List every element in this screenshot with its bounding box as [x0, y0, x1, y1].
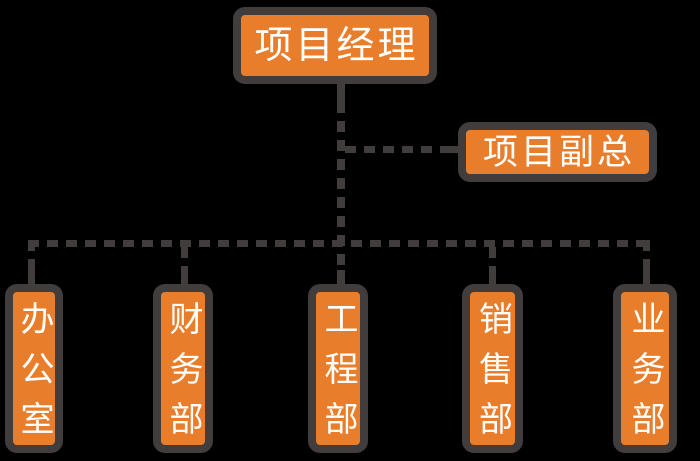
connector-stub-finance — [181, 270, 188, 284]
node-dept-office-label: 办公室 — [15, 300, 53, 451]
connector-drop-sales — [489, 247, 496, 284]
node-project-manager: 项目经理 — [233, 7, 437, 84]
node-project-manager-label: 项目经理 — [254, 24, 419, 67]
node-deputy-general-manager-label: 项目副总 — [482, 132, 635, 172]
node-dept-engineering: 工程部 — [308, 284, 368, 453]
connector-branch-deputy — [345, 146, 458, 153]
node-dept-office: 办公室 — [5, 284, 63, 453]
node-dept-finance-label: 财务部 — [164, 300, 202, 451]
node-dept-sales-label: 销售部 — [473, 300, 512, 451]
node-deputy-general-manager: 项目副总 — [458, 122, 657, 182]
node-dept-business: 业务部 — [613, 284, 677, 453]
connector-drop-finance — [181, 247, 188, 284]
connector-bus — [28, 240, 650, 247]
connector-trunk-stub — [337, 82, 345, 102]
connector-stub-sales — [489, 270, 496, 284]
connector-stub-business — [643, 270, 650, 284]
node-dept-sales: 销售部 — [462, 284, 523, 453]
connector-drop-office — [28, 240, 35, 284]
connector-stub-engineering — [337, 270, 345, 284]
connector-drop-business — [643, 240, 650, 284]
connector-stub-office — [28, 270, 35, 284]
connector-trunk — [337, 102, 345, 284]
connector-branch-deputy-stub — [440, 146, 458, 153]
node-dept-finance: 财务部 — [153, 284, 213, 453]
node-dept-engineering-label: 工程部 — [319, 300, 357, 451]
node-dept-business-label: 业务部 — [626, 300, 664, 451]
